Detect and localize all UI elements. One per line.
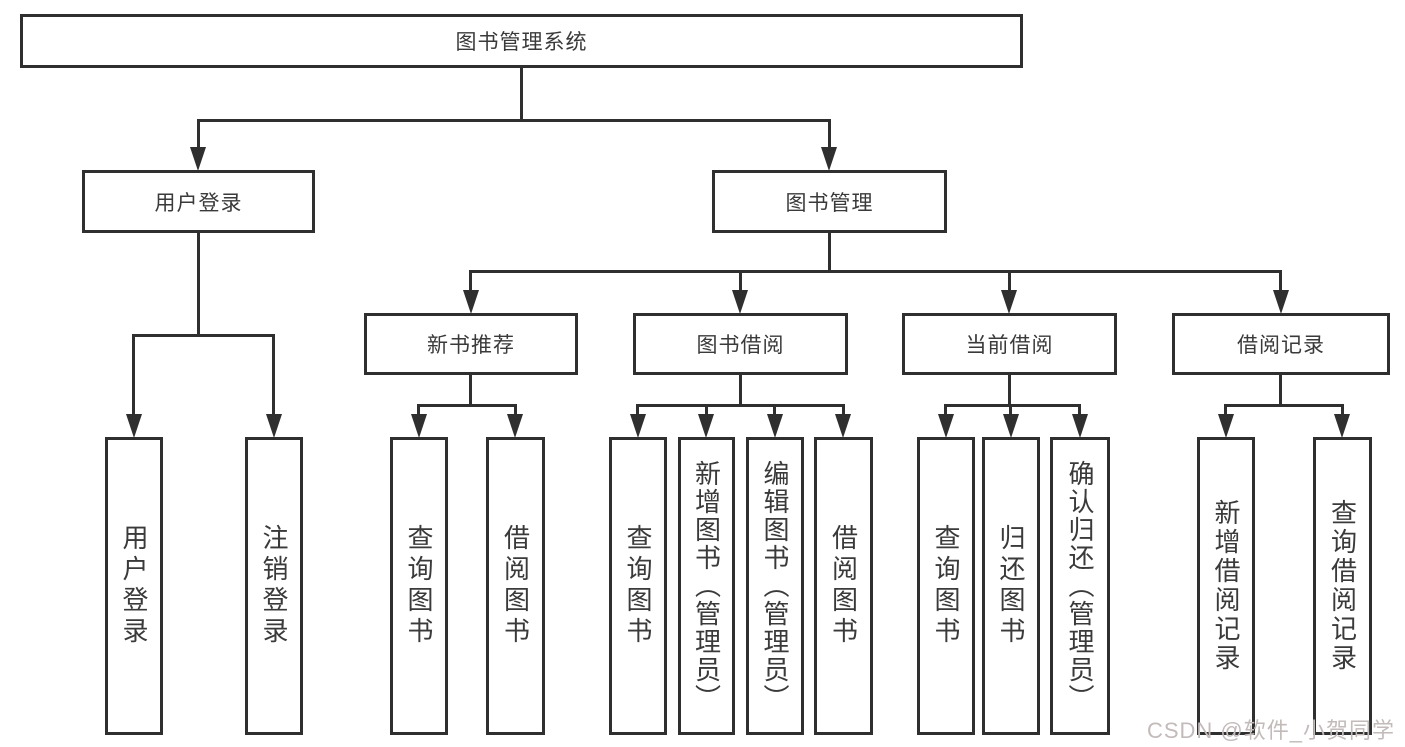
connector-line (636, 404, 845, 407)
arrow-down-icon (463, 290, 479, 314)
node-book-borrowing: 图书借阅 (633, 313, 848, 375)
connector-line (842, 404, 845, 416)
connector-line (1279, 270, 1282, 292)
node-borrowing-records: 借阅记录 (1172, 313, 1390, 375)
connector-line (773, 404, 776, 416)
leaf-edit-books-admin: 编辑图书（管理员） (746, 437, 804, 735)
node-label: 查询借阅记录 (1327, 499, 1358, 673)
connector-line (944, 404, 1081, 407)
connector-line (1008, 270, 1011, 292)
connector-line (197, 119, 831, 122)
arrow-down-icon (1003, 414, 1019, 438)
connector-line (417, 404, 420, 416)
leaf-query-books-recommend: 查询图书 (390, 437, 448, 735)
leaf-add-borrowing-record: 新增借阅记录 (1197, 437, 1255, 735)
node-label: 新增借阅记录 (1211, 499, 1241, 673)
node-label: 图书管理系统 (455, 31, 588, 54)
leaf-return-books: 归还图书 (982, 437, 1040, 735)
connector-line (944, 404, 947, 416)
leaf-query-books-borrowing: 查询图书 (609, 437, 667, 735)
connector-line (1008, 373, 1011, 406)
node-library-management-system: 图书管理系统 (20, 14, 1023, 68)
node-user-login: 用户登录 (82, 170, 315, 233)
arrow-down-icon (1334, 414, 1350, 438)
connector-line (739, 373, 742, 406)
leaf-query-borrowing-record: 查询借阅记录 (1313, 437, 1372, 735)
csdn-watermark: CSDN @软件_小贺同学 (1146, 718, 1395, 743)
node-label: 图书借阅 (696, 334, 785, 357)
leaf-borrow-books-recommend: 借阅图书 (486, 437, 545, 735)
leaf-user-login: 用户登录 (105, 437, 163, 735)
connector-line (469, 373, 472, 406)
connector-line (1341, 404, 1344, 416)
arrow-down-icon (1218, 414, 1234, 438)
connector-line (739, 270, 742, 292)
arrow-down-icon (1273, 290, 1289, 314)
node-label: 当前借阅 (965, 334, 1054, 357)
connector-line (469, 270, 1282, 273)
node-label: 查询图书 (623, 524, 653, 648)
node-label: 新书推荐 (427, 334, 515, 357)
connector-line (197, 119, 200, 149)
arrow-down-icon (938, 414, 954, 438)
node-label: 用户登录 (119, 524, 149, 648)
node-label: 借阅记录 (1237, 334, 1325, 357)
node-label: 查询图书 (931, 524, 961, 648)
arrow-down-icon (190, 147, 206, 171)
arrow-down-icon (507, 414, 523, 438)
arrow-down-icon (821, 147, 837, 171)
node-book-management: 图书管理 (712, 170, 947, 233)
node-new-book-recommendation: 新书推荐 (364, 313, 578, 375)
connector-line (828, 119, 831, 149)
node-label: 借阅图书 (828, 524, 859, 648)
node-label: 注销登录 (259, 524, 289, 648)
arrow-down-icon (1072, 414, 1088, 438)
node-label: 编辑图书（管理员） (760, 460, 790, 712)
node-label: 用户登录 (154, 191, 243, 215)
connector-line (1224, 404, 1344, 407)
connector-line (469, 270, 472, 292)
connector-line (636, 404, 639, 416)
connector-line (417, 404, 517, 407)
arrow-down-icon (630, 414, 646, 438)
connector-line (705, 404, 708, 416)
leaf-query-books-current: 查询图书 (917, 437, 975, 735)
connector-line (1224, 404, 1227, 416)
node-label: 查询图书 (404, 524, 434, 648)
node-label: 图书管理 (785, 191, 874, 215)
connector-line (1078, 404, 1081, 416)
connector-line (132, 334, 275, 337)
connector-line (828, 231, 831, 272)
arrow-down-icon (411, 414, 427, 438)
arrow-down-icon (698, 414, 714, 438)
connector-line (514, 404, 517, 416)
arrow-down-icon (732, 290, 748, 314)
node-current-borrowing: 当前借阅 (902, 313, 1117, 375)
leaf-logout: 注销登录 (245, 437, 303, 735)
arrow-down-icon (767, 414, 783, 438)
connector-line (1009, 404, 1012, 416)
connector-line (197, 231, 200, 335)
node-label: 确认归还（管理员） (1065, 460, 1095, 712)
connector-line (272, 334, 275, 415)
connector-line (132, 334, 135, 415)
leaf-confirm-return-admin: 确认归还（管理员） (1050, 437, 1110, 735)
leaf-borrow-books: 借阅图书 (814, 437, 873, 735)
node-label: 新增图书（管理员） (691, 460, 722, 712)
arrow-down-icon (835, 414, 851, 438)
arrow-down-icon (266, 414, 282, 438)
leaf-add-books-admin: 新增图书（管理员） (678, 437, 735, 735)
arrow-down-icon (1001, 290, 1017, 314)
connector-line (1279, 373, 1282, 406)
node-label: 借阅图书 (500, 524, 531, 648)
connector-line (520, 68, 523, 121)
arrow-down-icon (126, 414, 142, 438)
node-label: 归还图书 (996, 524, 1026, 648)
